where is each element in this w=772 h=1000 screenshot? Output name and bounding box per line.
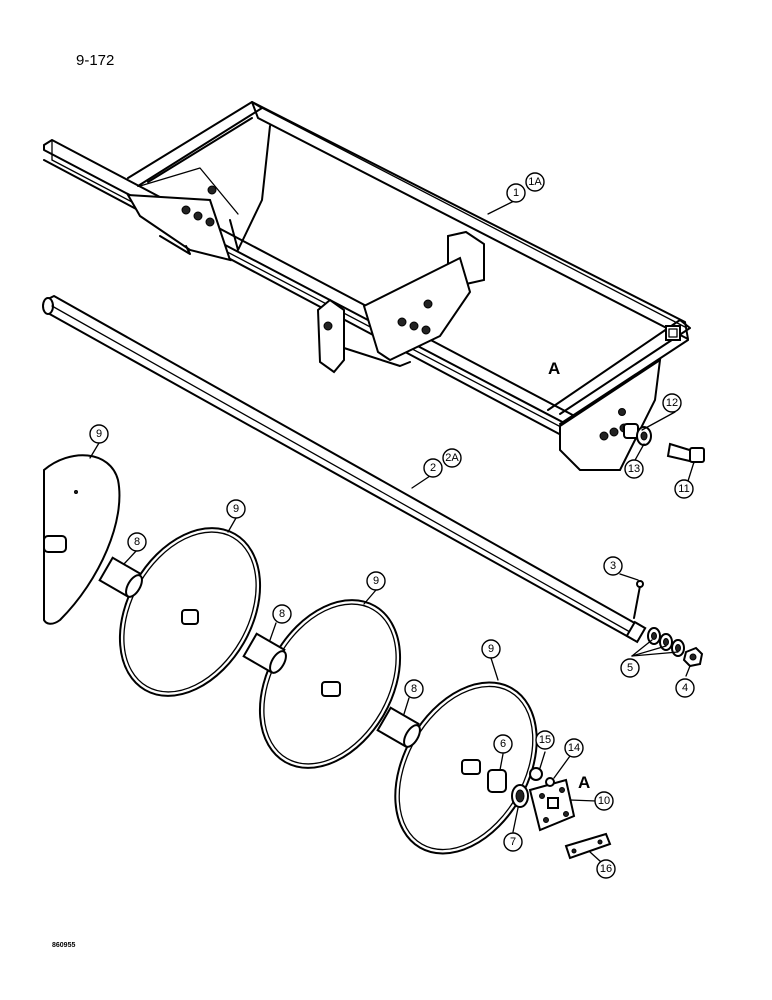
- spool-spacers: [98, 556, 421, 748]
- svg-text:9: 9: [96, 428, 102, 440]
- callout-9-right: 9: [481, 639, 501, 659]
- callout-10: 10: [594, 791, 614, 811]
- callout-3: 3: [603, 556, 623, 576]
- callout-14: 14: [564, 738, 584, 758]
- svg-text:5: 5: [627, 662, 633, 674]
- svg-text:8: 8: [279, 608, 285, 620]
- svg-text:1: 1: [513, 187, 519, 199]
- callout-8-left: 8: [127, 532, 147, 552]
- frame-assembly: [43, 101, 691, 471]
- svg-text:2A: 2A: [445, 452, 459, 464]
- callout-15: 15: [535, 730, 555, 750]
- svg-text:7: 7: [510, 836, 516, 848]
- callout-12: 12: [662, 393, 682, 413]
- callout-13: 13: [624, 459, 644, 479]
- svg-text:16: 16: [600, 863, 612, 875]
- page-number: 9-172: [76, 52, 115, 69]
- svg-text:14: 14: [568, 742, 580, 754]
- document-code: 860955: [52, 942, 76, 949]
- svg-text:15: 15: [539, 734, 551, 746]
- leader-lines: [89, 199, 695, 863]
- disc-blades: [43, 454, 538, 855]
- frame-bolt-hardware: [623, 423, 705, 464]
- svg-text:4: 4: [682, 682, 688, 694]
- gang-shaft: [42, 295, 647, 644]
- callout-11: 11: [674, 479, 694, 499]
- callout-8-right: 8: [404, 679, 424, 699]
- svg-text:12: 12: [666, 397, 678, 409]
- svg-text:6: 6: [500, 738, 506, 750]
- svg-text:1A: 1A: [528, 176, 542, 188]
- callout-9-far-left: 9: [89, 424, 109, 444]
- callout-9-left: 9: [226, 499, 246, 519]
- view-marker-a-bearing: A: [578, 773, 590, 792]
- svg-text:8: 8: [134, 536, 140, 548]
- svg-text:8: 8: [411, 683, 417, 695]
- svg-text:3: 3: [610, 560, 616, 572]
- callout-9-middle: 9: [366, 571, 386, 591]
- callout-1: 1: [506, 183, 526, 203]
- callout-5: 5: [620, 658, 640, 678]
- callout-7: 7: [503, 832, 523, 852]
- svg-text:13: 13: [628, 463, 640, 475]
- callout-4: 4: [675, 678, 695, 698]
- callout-16: 16: [596, 859, 616, 879]
- bearing-hardware: [487, 767, 612, 860]
- svg-text:11: 11: [678, 483, 689, 495]
- svg-text:9: 9: [233, 503, 239, 515]
- callout-1a: 1A: [525, 172, 545, 192]
- callout-8-middle: 8: [272, 604, 292, 624]
- callout-2: 2: [423, 458, 443, 478]
- svg-text:2: 2: [430, 462, 436, 474]
- shaft-end-hardware: [633, 580, 704, 668]
- svg-text:9: 9: [373, 575, 379, 587]
- callout-2a: 2A: [442, 448, 462, 468]
- svg-text:9: 9: [488, 643, 494, 655]
- callout-6: 6: [493, 734, 513, 754]
- view-marker-a-frame: A: [548, 359, 560, 378]
- svg-text:10: 10: [598, 795, 610, 807]
